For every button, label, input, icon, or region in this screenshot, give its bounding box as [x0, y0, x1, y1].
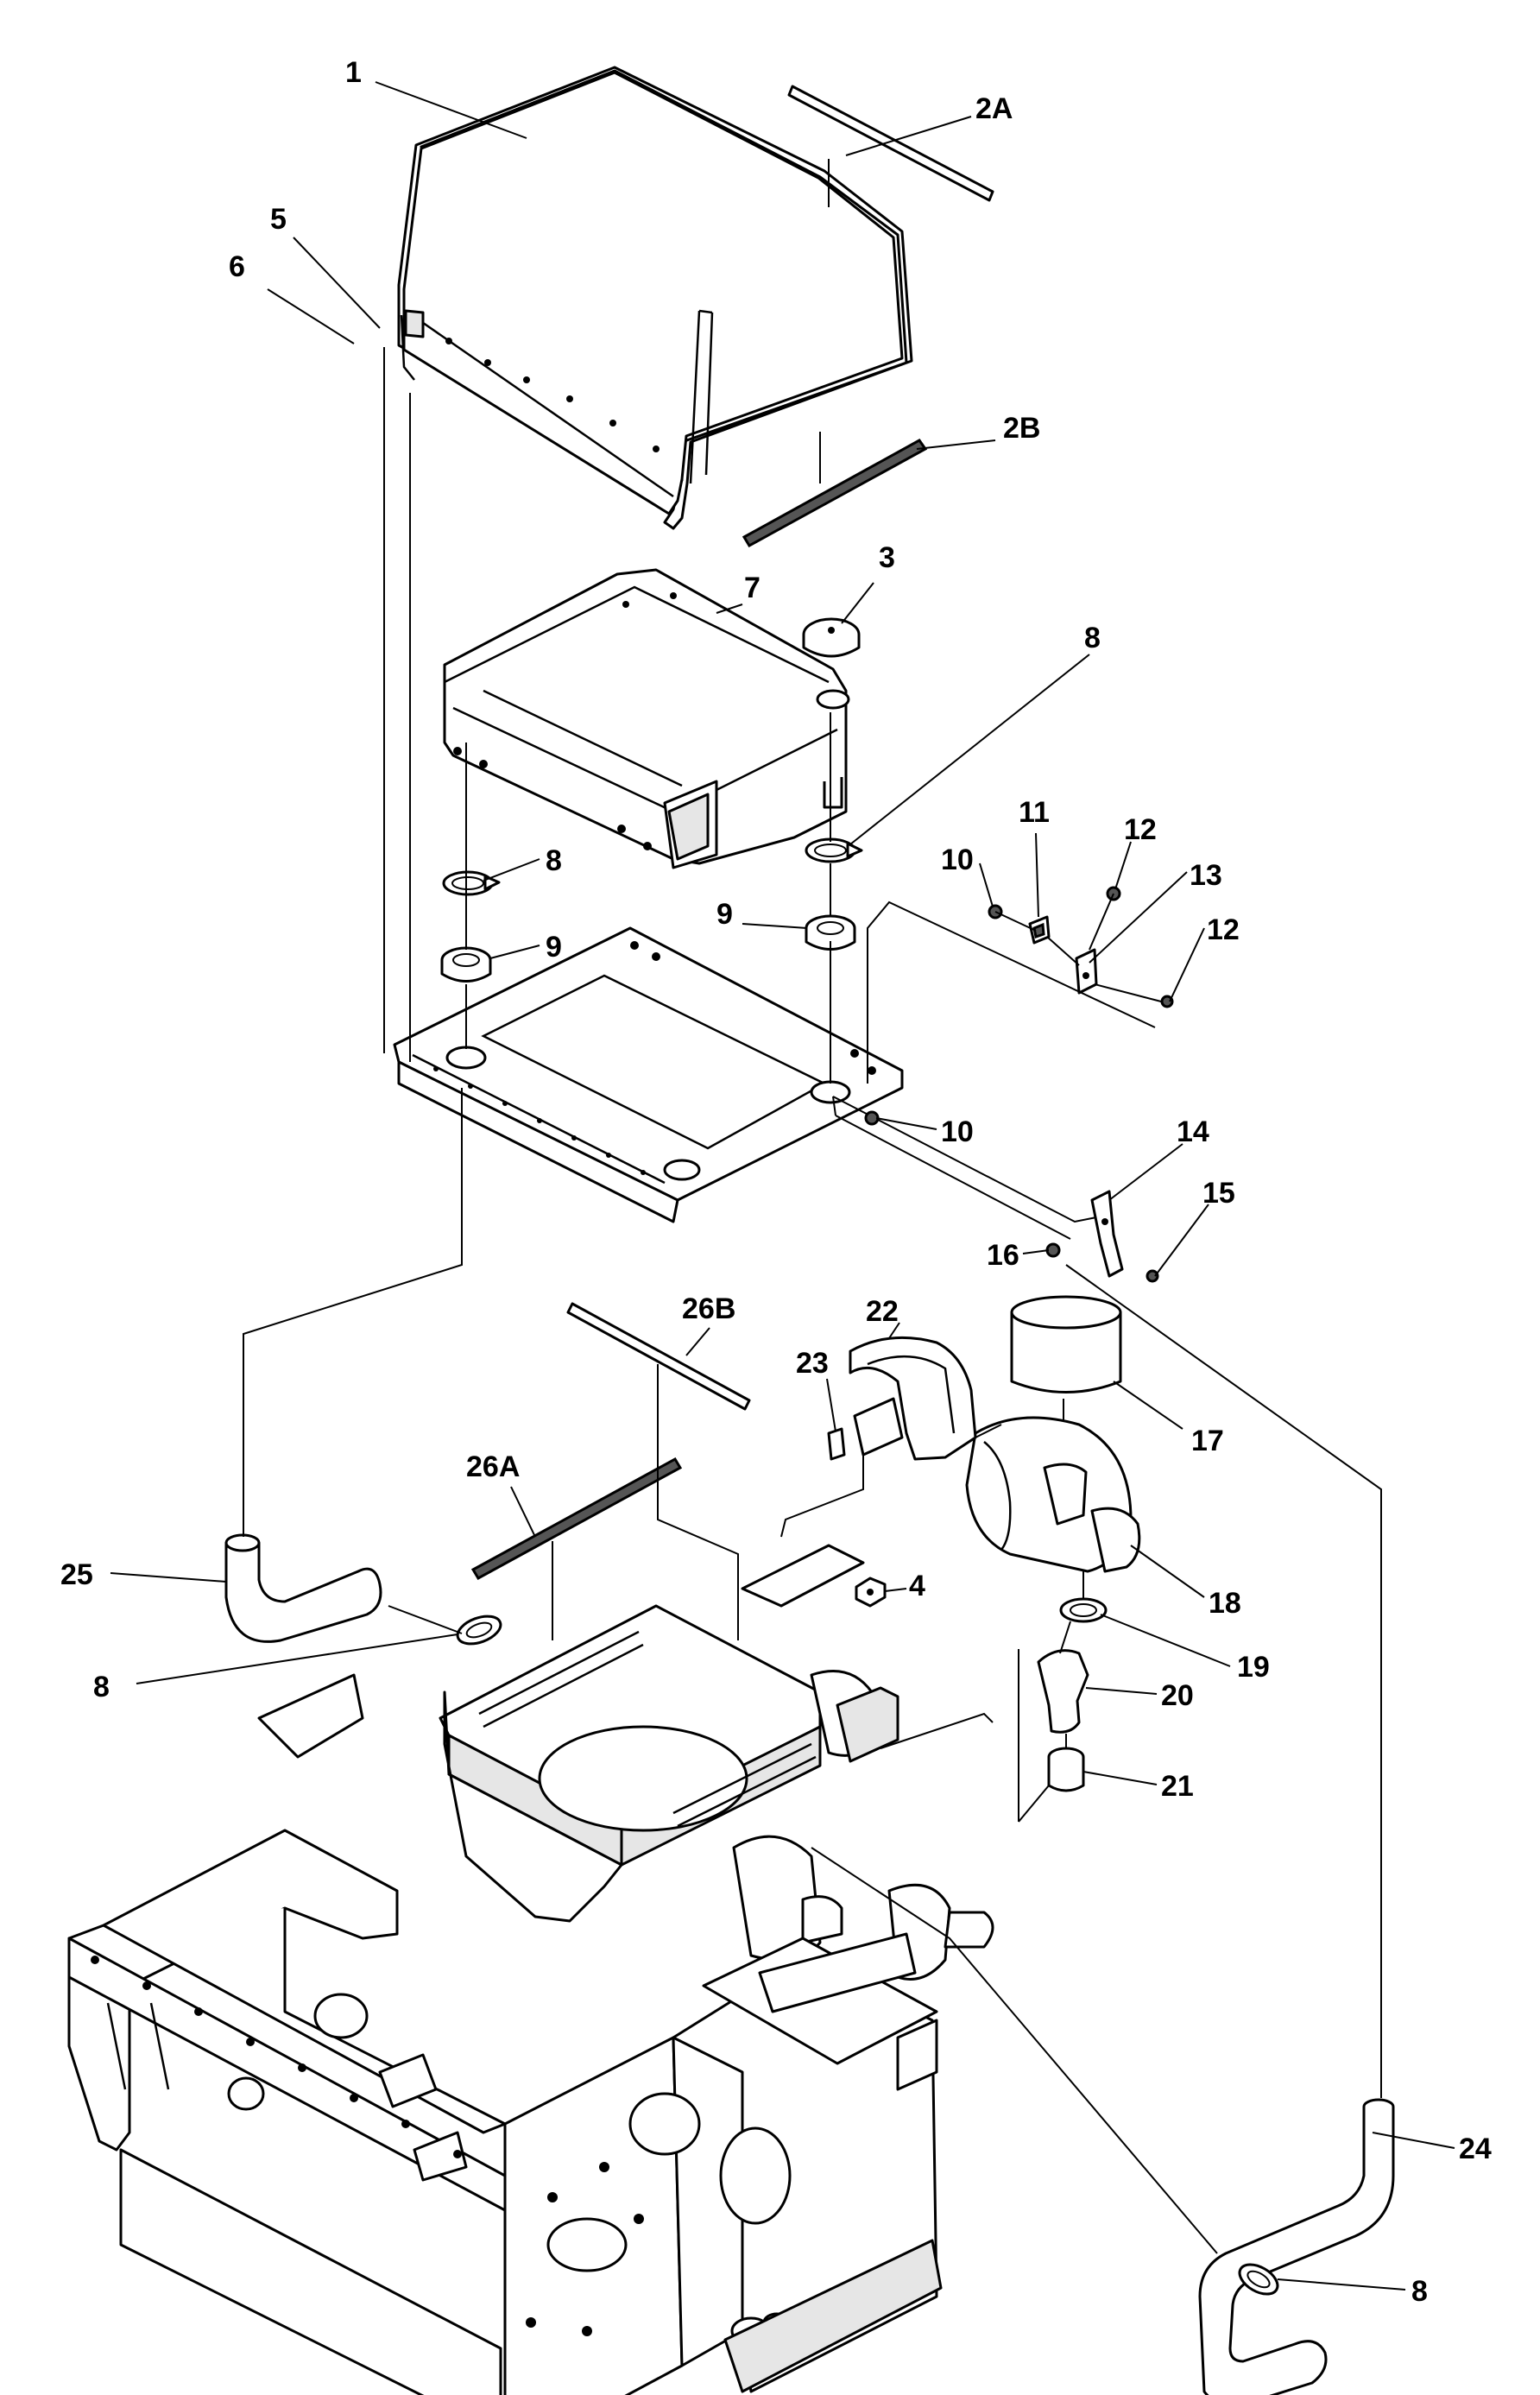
callout-15: 15 [1202, 1177, 1235, 1210]
part-11-switch [1028, 915, 1051, 945]
part-15-screw [1146, 1269, 1159, 1283]
callout-19: 19 [1237, 1651, 1270, 1684]
hose-guide-line [811, 1847, 1218, 2254]
part-8-hose-clamp-right [805, 837, 863, 863]
part-21-hose-sleeve [1047, 1747, 1085, 1792]
callout-2a: 2A [975, 92, 1013, 125]
part-8-hose-clamp-left [442, 870, 501, 896]
part-12-screw-lower [1160, 995, 1174, 1008]
callout-26a: 26A [466, 1450, 520, 1483]
part-cover-hood [397, 66, 913, 530]
callout-10-upper: 10 [941, 844, 974, 876]
part-bracket-bar [832, 1096, 1097, 1240]
callout-5: 5 [270, 203, 287, 236]
part-17-air-filter-element [1010, 1295, 1122, 1450]
callout-8-radiator-left: 8 [546, 844, 562, 877]
part-25-radiator-hose-lower [224, 1533, 382, 1643]
assembly-guide-lines [243, 347, 1382, 2098]
callout-13: 13 [1190, 859, 1222, 892]
switch-mount-outline [867, 900, 1156, 1084]
callout-2b: 2B [1003, 412, 1040, 445]
part-3-radiator-cap [802, 617, 861, 658]
callout-10-lower: 10 [941, 1115, 974, 1148]
callout-21: 21 [1161, 1770, 1194, 1803]
callout-18: 18 [1209, 1587, 1241, 1620]
part-26a-seal-strip [470, 1457, 683, 1640]
part-22-mounting-strap [849, 1336, 977, 1461]
part-9-grommet-left [440, 946, 492, 983]
callout-4: 4 [909, 1570, 925, 1602]
part-2a-seal-strip [787, 85, 994, 207]
callout-24: 24 [1459, 2133, 1492, 2165]
part-20-elbow-hose [1037, 1649, 1089, 1734]
callout-14: 14 [1177, 1115, 1209, 1148]
callout-12-upper: 12 [1124, 813, 1157, 846]
part-23-bolt [827, 1427, 846, 1461]
leader-lines [110, 81, 1455, 2291]
callout-20: 20 [1161, 1679, 1194, 1712]
callout-12-lower: 12 [1207, 913, 1240, 946]
callout-8-lower-left: 8 [93, 1671, 110, 1703]
part-4-nut [855, 1577, 887, 1608]
callout-8-radiator-right: 8 [1084, 622, 1101, 654]
part-8-hose-clamp-lower-left [456, 1615, 502, 1646]
callout-22: 22 [866, 1295, 899, 1328]
strap-bracket-outline [780, 1424, 1002, 1538]
callout-23: 23 [796, 1347, 829, 1380]
callout-11: 11 [1019, 796, 1050, 829]
part-13-bracket [1075, 948, 1098, 995]
callout-16: 16 [987, 1239, 1019, 1272]
part-radiator-mounting-plate [393, 926, 904, 1223]
part-8-hose-clamp-lower-right [1238, 2263, 1279, 2296]
callout-6: 6 [229, 250, 245, 283]
callout-26b: 26B [682, 1292, 735, 1325]
callout-9-left: 9 [546, 931, 562, 964]
callout-8-lower-right: 8 [1411, 2275, 1428, 2308]
part-24-radiator-hose-upper [1198, 2098, 1395, 2395]
callout-7: 7 [744, 572, 761, 604]
air-intake-guide [1018, 1649, 1050, 1823]
callout-9-right: 9 [716, 898, 733, 931]
part-19-clamp [1059, 1597, 1108, 1623]
part-10-nut-lower [864, 1110, 880, 1126]
engine-frame-assembly [67, 1544, 994, 2395]
callout-labels: 1 2A 5 6 2B 3 7 8 8 9 9 10 11 12 13 12 1… [60, 56, 1492, 2308]
part-18-air-cleaner [965, 1416, 1141, 1573]
part-7-radiator [443, 568, 850, 869]
callout-3: 3 [879, 541, 895, 574]
callout-17: 17 [1191, 1425, 1224, 1457]
callout-1: 1 [345, 56, 362, 89]
part-26b-seal-strip [566, 1302, 751, 1640]
part-14-latch [1090, 1190, 1124, 1278]
part-2b-seal-strip [742, 432, 928, 548]
part-16-nut [1045, 1242, 1061, 1258]
callout-25: 25 [60, 1558, 93, 1591]
